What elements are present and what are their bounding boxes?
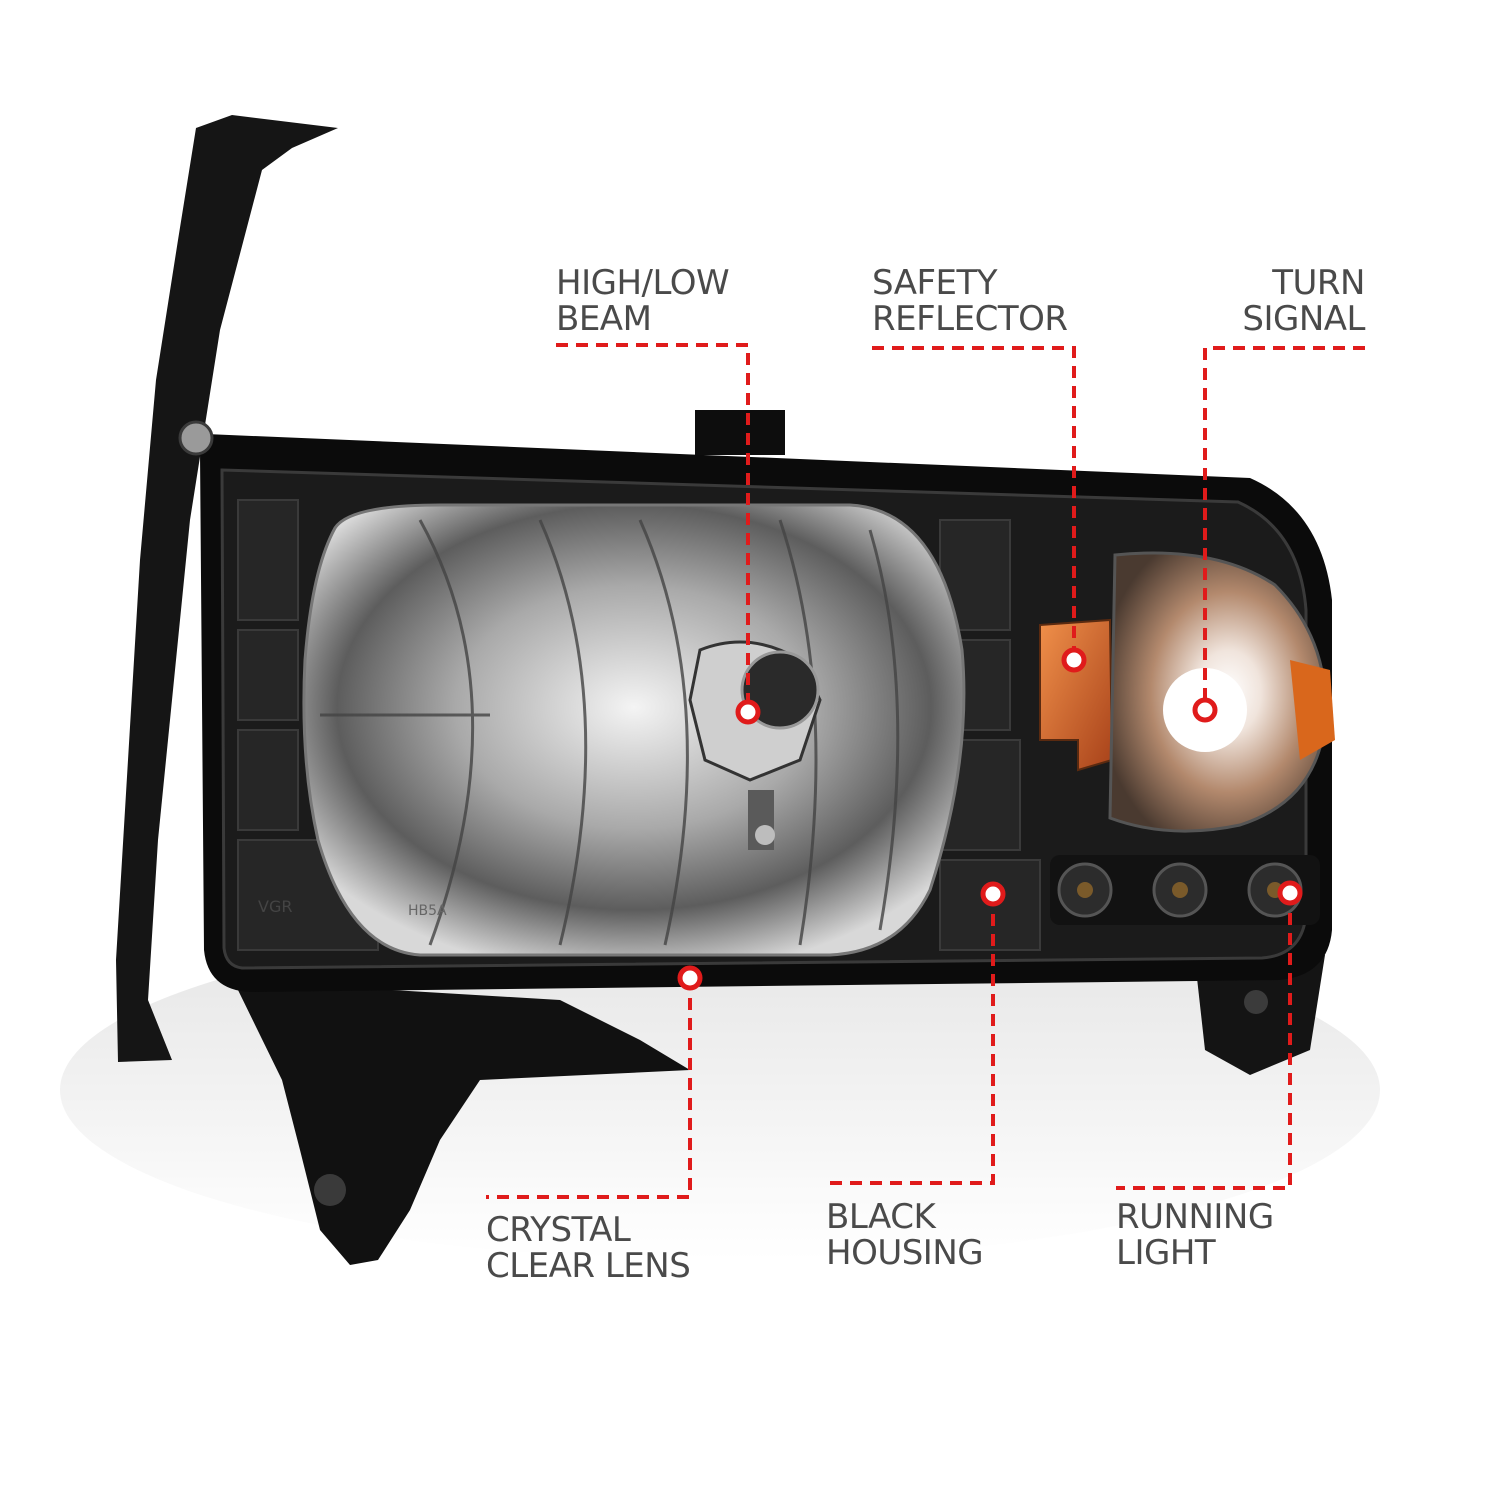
- dot-black-housing: [980, 881, 1006, 907]
- callout-black-housing: BLACK HOUSING: [826, 1197, 984, 1273]
- dot-safety-reflector: [1061, 647, 1087, 673]
- callout-crystal-clear-lens: CRYSTAL CLEAR LENS: [486, 1210, 691, 1286]
- callout-line-1: SAFETY: [872, 263, 998, 303]
- lower-bracket: [238, 990, 690, 1265]
- right-bracket: [1195, 955, 1325, 1075]
- callout-turn-signal: TURN SIGNAL: [1242, 265, 1365, 337]
- reflector-facets: [320, 519, 900, 946]
- lens-brand: VGR: [258, 897, 292, 916]
- dot-crystal-lens: [677, 965, 703, 991]
- dot-running-light: [1277, 880, 1303, 906]
- amber-side-reflector: [1039, 618, 1114, 772]
- callout-high-low-beam: HIGH/LOW BEAM: [556, 263, 730, 339]
- main-reflector: [302, 503, 966, 957]
- callout-lines: [486, 343, 1365, 1199]
- callout-line-1: BLACK: [826, 1197, 936, 1237]
- callout-line-2: LIGHT: [1116, 1233, 1216, 1273]
- callout-running-light: RUNNING LIGHT: [1116, 1199, 1274, 1271]
- callout-line-2: HOUSING: [826, 1233, 984, 1273]
- dot-turn-signal: [1192, 697, 1218, 723]
- callout-line-2: CLEAR LENS: [486, 1246, 691, 1286]
- callout-line-1: HIGH/LOW: [556, 263, 730, 303]
- right-bracket-hole: [1244, 990, 1268, 1014]
- callout-line-2: REFLECTOR: [872, 299, 1068, 339]
- callout-line-2: SIGNAL: [1242, 299, 1365, 339]
- lens-code: HB5A: [408, 903, 447, 919]
- bracket-hole: [314, 1174, 346, 1206]
- mounting-strap: [116, 115, 338, 1062]
- screw: [178, 420, 214, 456]
- callout-line-1: CRYSTAL: [486, 1210, 631, 1250]
- callout-safety-reflector: SAFETY REFLECTOR: [872, 263, 1068, 339]
- dot-high-low-beam: [735, 699, 761, 725]
- callout-line-1: TURN: [1272, 263, 1365, 303]
- callout-line-1: RUNNING: [1116, 1197, 1274, 1237]
- amber-corner: [1290, 660, 1335, 760]
- callout-line-2: BEAM: [556, 299, 652, 339]
- top-boss: [695, 410, 785, 455]
- callout-dots: [677, 647, 1303, 991]
